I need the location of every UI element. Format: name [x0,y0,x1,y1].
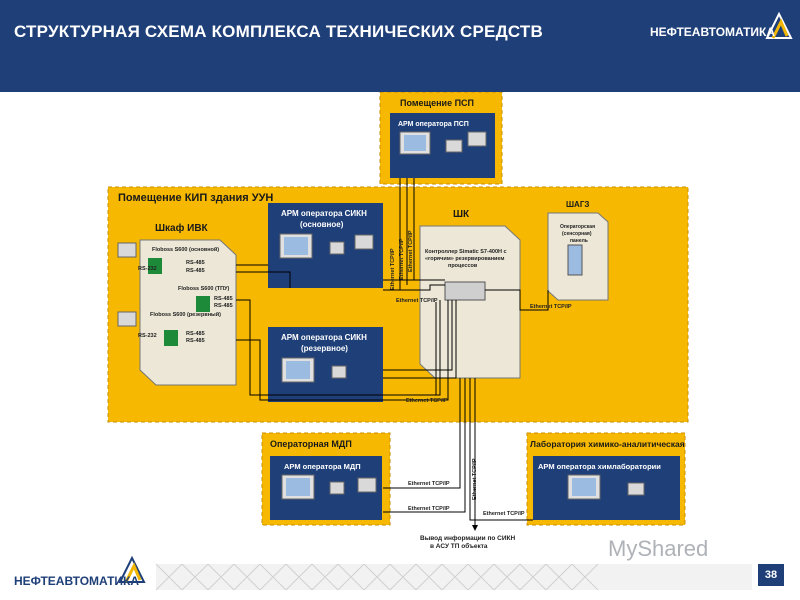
shagz-touch-panel-icon [567,244,583,276]
page-number: 38 [758,564,784,586]
company-logo-text: НЕФТЕАВТОМАТИКА [650,25,776,39]
arm-sikn-reserve-sub: (резервное) [301,344,348,353]
footer-pattern [156,564,752,590]
lab-printer-icon [627,482,645,496]
diagram-area: Помещение КИП здания УУН Помещение ПСП А… [0,91,800,552]
rs485-label-2: RS-485 [186,268,205,274]
rs485-label-4: RS-485 [214,303,233,309]
shagz-panel-line3: панель [570,238,588,244]
sikn-main-printer-icon [329,241,345,255]
ethernet-label-vertical-2: Ethernet TCP/IP [399,238,405,280]
rs485-label-1: RS-485 [186,260,205,266]
ivk-printer-top-icon [117,242,137,258]
network-lines [236,178,549,531]
company-logo-icon [765,11,793,39]
mdp-printer-icon [329,481,345,495]
ethernet-label-shk: Ethernet TCP/IP [396,298,438,304]
arm-sikn-main-title: АРМ оператора СИКН [281,209,367,218]
arm-sikn-reserve-title: АРМ оператора СИКН [281,333,367,342]
shk-controller-line1: Контроллер Simatic S7-400H с [425,249,507,255]
page-title: СТРУКТУРНАЯ СХЕМА КОМПЛЕКСА ТЕХНИЧЕСКИХ … [14,22,543,41]
shk-switch-icon [444,281,486,301]
floboss-main-icon [148,258,162,274]
floboss-main-label: Floboss S600 (основной) [152,246,219,253]
rs485-label-6: RS-485 [186,338,205,344]
room-psp-title: Помещение ПСП [400,98,474,108]
ivk-cabinet [139,239,237,386]
output-note-line1: Вывод информации по СИКН [420,535,516,542]
psp-printer-icon [445,139,463,153]
shagz-panel-line1: Операторская [560,224,595,230]
ethernet-label-shagz: Ethernet TCP/IP [530,304,572,310]
watermark-text: MyShared [608,536,709,561]
shk-controller-line3: процессов [448,263,478,269]
shagz-panel-line2: (сенсорная) [562,231,592,237]
rs485-label-3: RS-485 [214,296,233,302]
ethernet-label-vertical-3: Ethernet TCP/IP [408,230,414,272]
sikn-reserve-printer-icon [331,365,347,379]
room-mdp-title: Операторная МДП [270,439,352,449]
arm-lab-panel [533,456,680,520]
sikn-main-printer2-icon [354,234,374,250]
room-lab-title: Лаборатория химико-аналитическая [530,439,685,449]
ethernet-label-reserve: Ethernet TCP/IP [406,398,448,404]
ethernet-label-mdp2: Ethernet TCP/IP [408,506,450,512]
footer-logo-icon [118,555,146,583]
shagz-title: ШАГЗ [566,200,589,209]
structure-diagram: Помещение КИП здания УУН Помещение ПСП А… [107,91,689,550]
shk-controller-line2: «горячим» резервированием [425,256,504,262]
output-note-line2: в АСУ ТП объекта [430,542,488,550]
ethernet-label-vertical-1: Ethernet TCP/IP [390,248,396,290]
arm-sikn-main-sub: (основное) [300,220,344,229]
floboss-tpu-icon [196,296,210,312]
rs232-top-label: RS-232 [138,266,157,272]
floboss-reserve-icon [164,330,178,346]
arm-psp-label: АРМ оператора ПСП [398,121,469,128]
ivk-title: Шкаф ИВК [155,222,209,234]
room-kip-title: Помещение КИП здания УУН [118,192,273,204]
rs232-bottom-label: RS-232 [138,333,157,339]
rs485-label-5: RS-485 [186,331,205,337]
arm-lab-label: АРМ оператора химлаборатории [538,462,661,471]
floboss-reserve-label: Floboss S600 (резервный) [150,311,221,318]
footer-bar: НЕФТЕАВТОМАТИКА MyShared 38 [0,536,800,600]
shk-cabinet [419,225,521,379]
ethernet-label-lab: Ethernet TCP/IP [483,511,525,517]
floboss-tpu-label: Floboss S600 (ТПУ) [178,286,230,292]
arm-mdp-label: АРМ оператора МДП [284,462,361,471]
footer-logo-text: НЕФТЕАВТОМАТИКА [14,574,140,588]
ivk-printer-bottom-icon [117,311,137,327]
mdp-printer2-icon [357,477,377,493]
header-bar: СТРУКТУРНАЯ СХЕМА КОМПЛЕКСА ТЕХНИЧЕСКИХ … [0,0,800,92]
ethernet-label-mdp1: Ethernet TCP/IP [408,481,450,487]
shk-title: ШК [453,209,470,220]
psp-printer2-icon [467,131,487,147]
ethernet-label-vertical-4: Ethernet TCP/IP [472,458,478,500]
